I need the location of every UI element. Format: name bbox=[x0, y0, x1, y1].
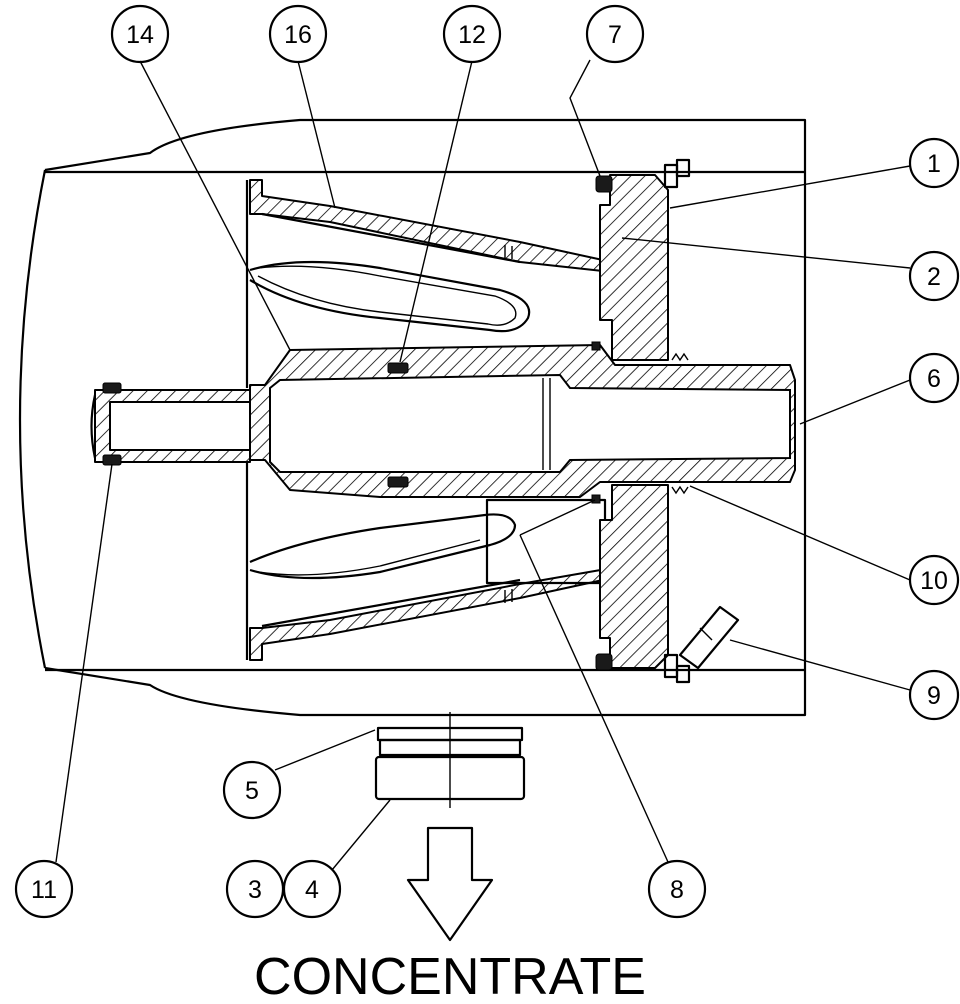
callout-circle bbox=[908, 669, 960, 721]
callout-number: 2 bbox=[927, 263, 941, 291]
callout-number: 12 bbox=[458, 21, 486, 49]
callout-1: 1 bbox=[908, 137, 960, 189]
callout-5: 5 bbox=[222, 760, 282, 820]
cone-stack-upper bbox=[249, 179, 613, 333]
callout-number: 6 bbox=[927, 365, 941, 393]
outlet-fitting bbox=[374, 712, 526, 808]
leader-lines bbox=[55, 59, 911, 871]
callout-circle bbox=[585, 4, 645, 64]
callout-circle bbox=[282, 859, 342, 919]
end-plate bbox=[591, 158, 740, 684]
callout-circle bbox=[442, 4, 502, 64]
center-shaft bbox=[90, 344, 796, 498]
callout-number: 9 bbox=[927, 682, 941, 710]
callout-9: 9 bbox=[908, 669, 960, 721]
callout-circle bbox=[268, 4, 328, 64]
callout-circle bbox=[110, 4, 170, 64]
callout-number: 16 bbox=[284, 21, 312, 49]
concentrate-flow-arrow bbox=[406, 826, 494, 942]
callout-8: 8 bbox=[647, 859, 707, 919]
callout-circle bbox=[14, 859, 74, 919]
callout-number: 8 bbox=[670, 876, 684, 904]
callout-number: 7 bbox=[608, 21, 622, 49]
callout-10: 10 bbox=[908, 554, 960, 606]
callout-16: 16 bbox=[268, 4, 328, 64]
callout-6: 6 bbox=[908, 352, 960, 404]
callout-number: 5 bbox=[245, 777, 259, 805]
callout-2: 2 bbox=[908, 250, 960, 302]
callout-circle bbox=[908, 554, 960, 606]
outlet-caption: CONCENTRATE bbox=[254, 948, 646, 1004]
callout-circle bbox=[647, 859, 707, 919]
callout-number: 14 bbox=[126, 21, 154, 49]
callout-number: 10 bbox=[920, 567, 948, 595]
callout-7: 7 bbox=[585, 4, 645, 64]
callout-number: 4 bbox=[305, 876, 319, 904]
housing-body bbox=[18, 118, 807, 717]
callout-circle bbox=[222, 760, 282, 820]
callout-14: 14 bbox=[110, 4, 170, 64]
callout-circle bbox=[908, 352, 960, 404]
callout-number: 1 bbox=[927, 150, 941, 178]
callout-4: 4 bbox=[282, 859, 342, 919]
callout-number: 3 bbox=[248, 876, 262, 904]
callout-12: 12 bbox=[442, 4, 502, 64]
callout-number: 11 bbox=[31, 876, 57, 904]
cone-stack-lower bbox=[249, 498, 613, 661]
callout-circle bbox=[908, 137, 960, 189]
callout-circle bbox=[908, 250, 960, 302]
callout-3: 3 bbox=[225, 859, 285, 919]
callout-11: 11 bbox=[14, 859, 74, 919]
